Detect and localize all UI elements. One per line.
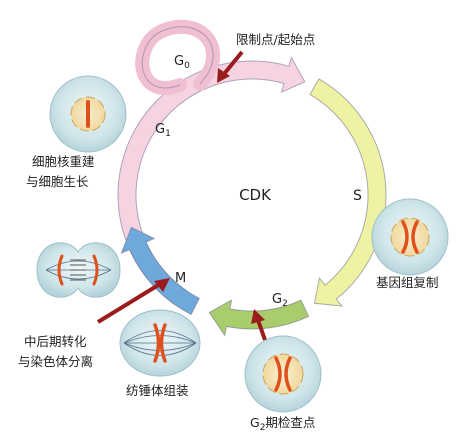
phase-label-g1: G1 — [155, 122, 171, 139]
g2-checkpoint-arrow — [251, 309, 267, 341]
spindle-cell-illustration — [119, 309, 201, 377]
s-phase-cell-illustration — [371, 198, 449, 276]
phase-label-g0: G0 — [174, 54, 190, 71]
s-phase-arrow — [309, 78, 387, 307]
g1-phase-arrow — [117, 56, 306, 306]
nucleus-rebuild-label-line1: 细胞核重建 — [32, 154, 95, 169]
anaphase-cell-illustration — [36, 242, 121, 298]
g2-phase-cell-illustration — [244, 335, 322, 413]
anaphase-label-line2: 与染色体分离 — [18, 354, 93, 369]
gene-duplication-label: 基因组复制 — [376, 275, 439, 290]
phase-label-g2: G2 — [272, 292, 288, 309]
g0-loop-arrow-outline — [141, 26, 214, 89]
phase-label-m: M — [175, 271, 186, 286]
g2-checkpoint-label: G2期检查点 — [250, 415, 315, 433]
anaphase-label-line1: 中后期转化 — [24, 334, 87, 349]
phase-label-s: S — [353, 188, 362, 204]
center-label: CDK — [239, 186, 272, 204]
g1-cell-illustration — [49, 75, 127, 153]
nucleus-rebuild-label-line2: 与细胞生长 — [26, 174, 89, 189]
restriction-point-label: 限制点/起始点 — [236, 32, 315, 47]
anaphase-transition-arrow — [96, 278, 170, 324]
m-phase-arrow — [120, 226, 201, 316]
spindle-assembly-label: 纺锤体组装 — [126, 383, 189, 398]
restriction-point-arrow — [217, 50, 244, 83]
